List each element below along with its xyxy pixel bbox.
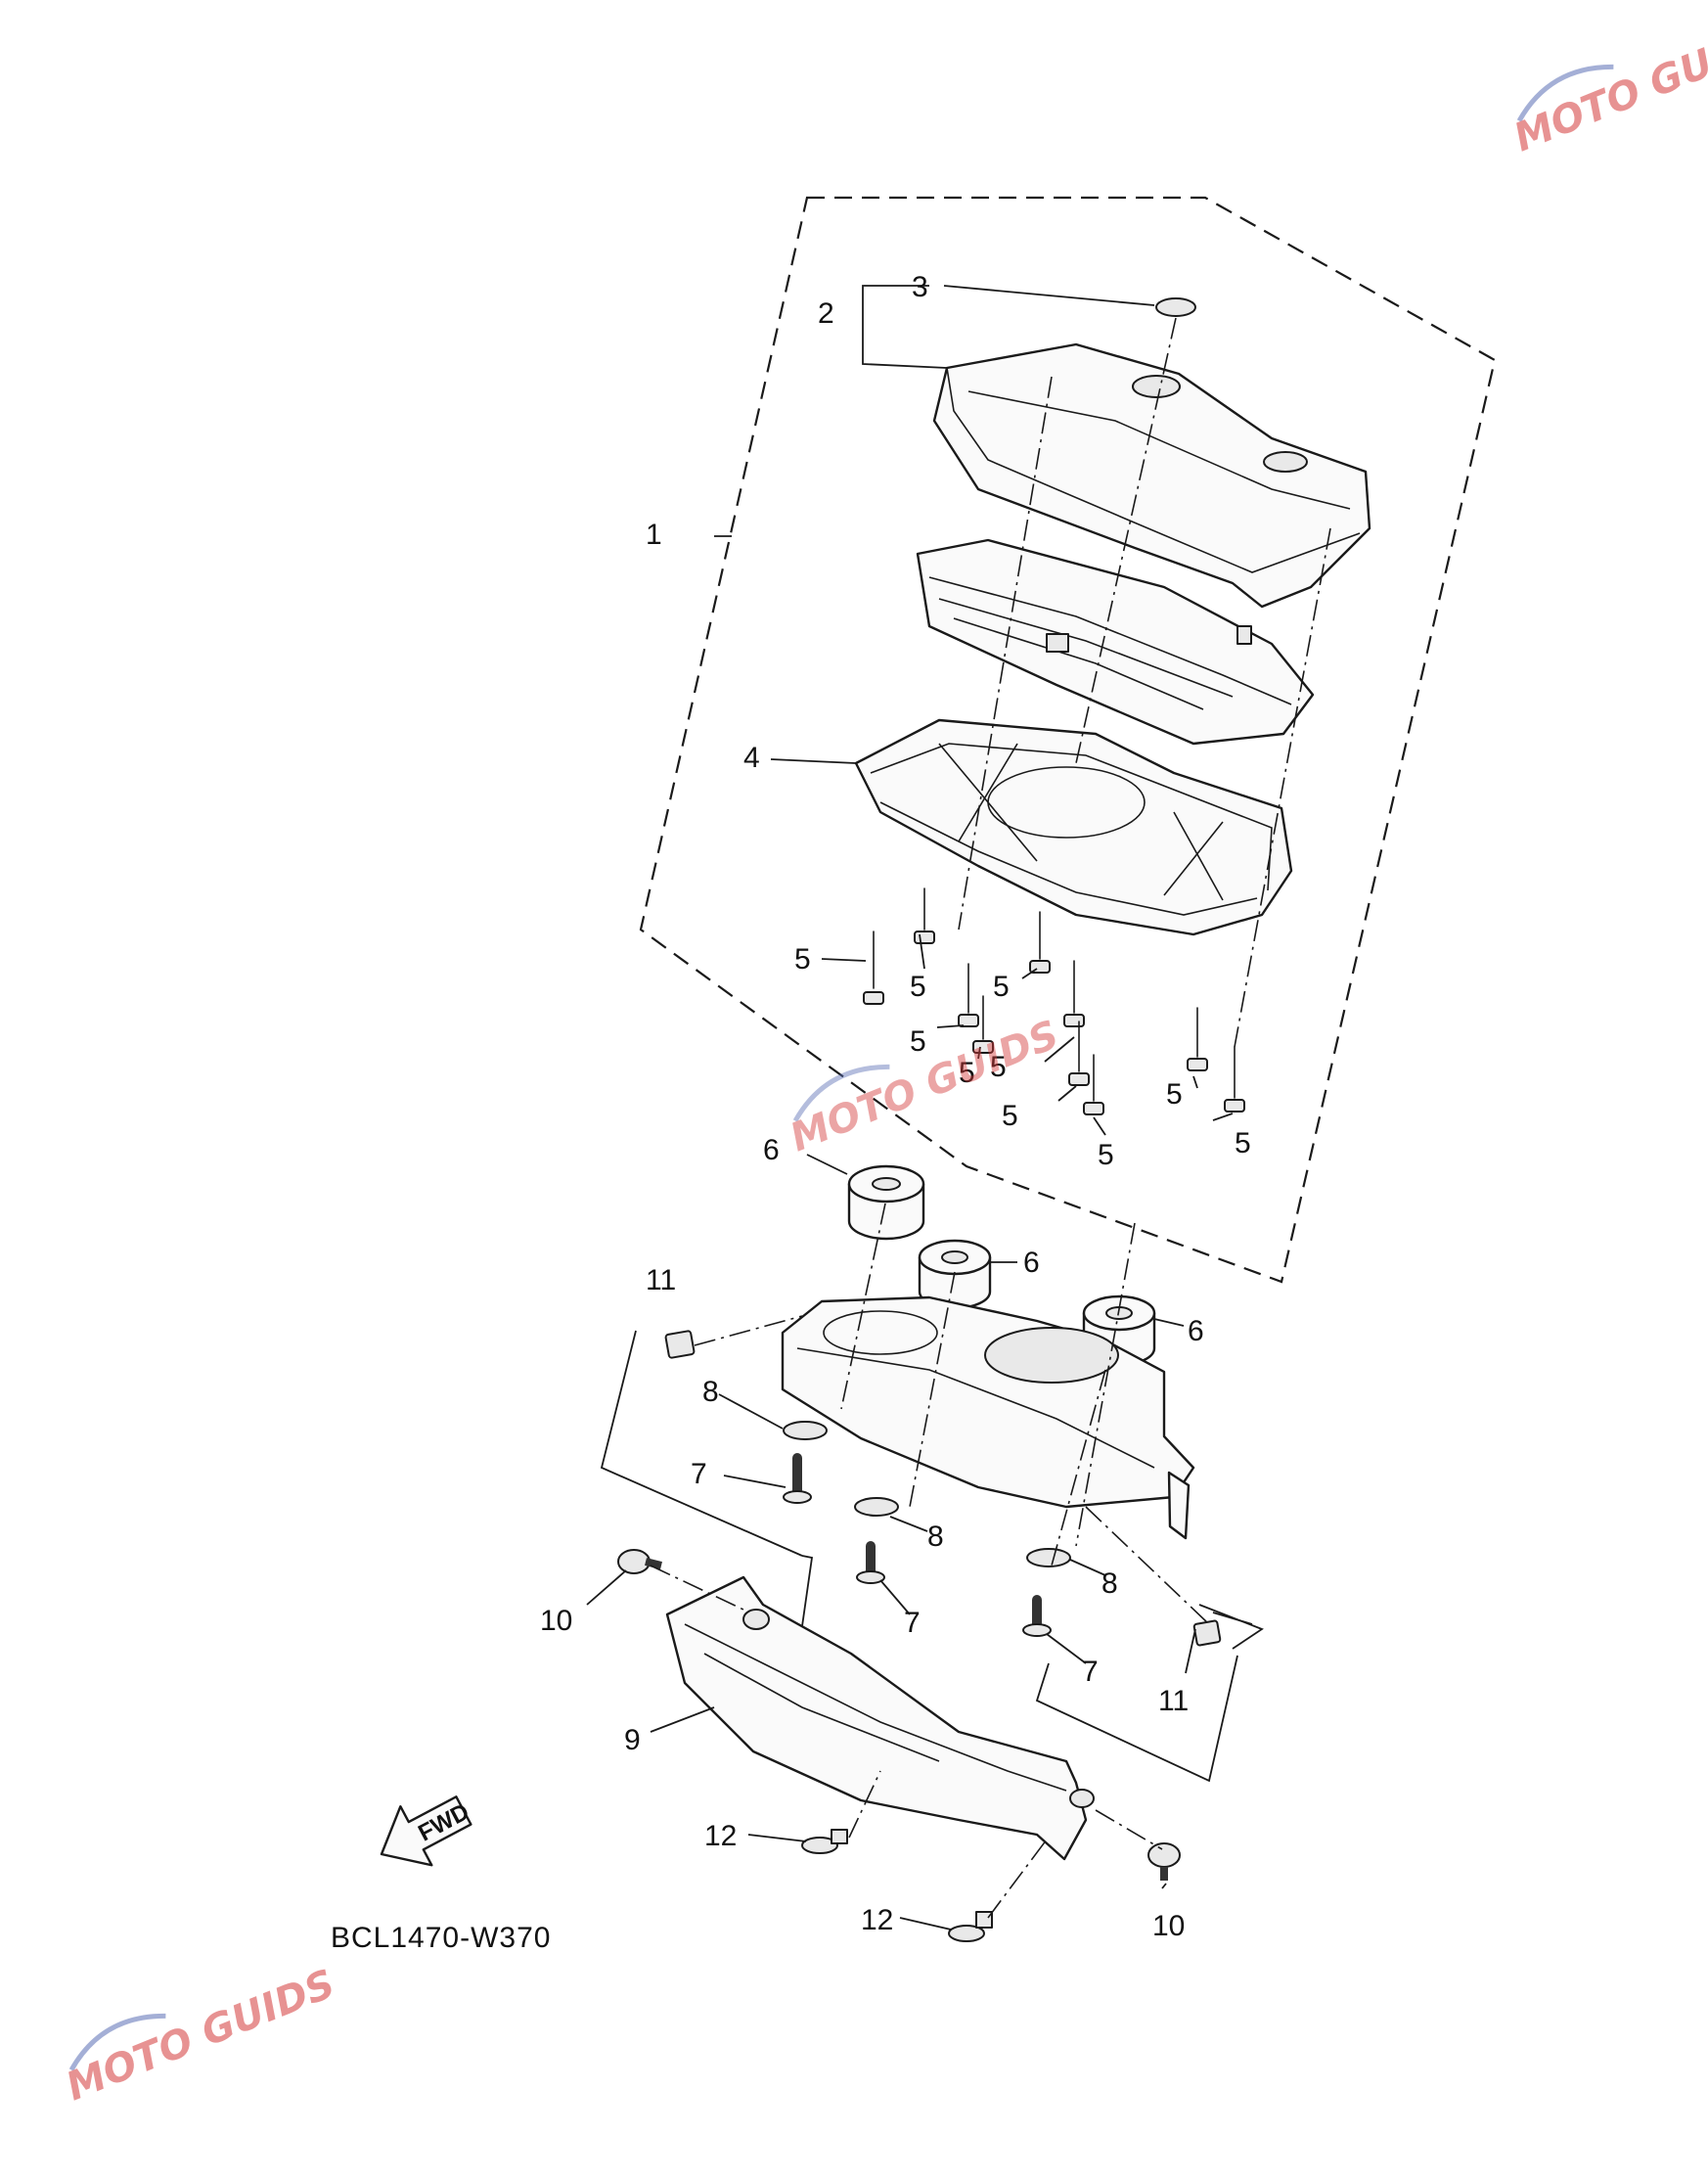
screw [1022,1595,1052,1637]
label-part-10: 10 [1152,1910,1185,1942]
grommet-washer [1155,297,1196,317]
watermark-logo: MOTO GUIDS [1507,13,1708,161]
assembly-axes [650,317,1331,1919]
lower-cover [665,1575,1095,1861]
screw [856,1541,885,1584]
screw [958,963,979,1027]
washer [783,1421,828,1440]
screw [1029,911,1051,974]
label-part-8: 8 [1101,1567,1118,1600]
fwd-arrow-icon: FWD [380,1795,473,1867]
label-part-7: 7 [904,1607,921,1639]
leader-lines [586,285,1234,1930]
label-part-1: 1 [646,519,662,551]
group-brackets [600,285,1264,1783]
damper [847,1164,925,1241]
label-part-5: 5 [1002,1100,1018,1132]
label-part-4: 4 [743,742,760,774]
screw [1068,1021,1090,1086]
label-part-12: 12 [704,1820,737,1852]
label-part-11: 11 [646,1264,676,1296]
screw [972,995,994,1054]
label-part-11: 11 [1158,1685,1189,1717]
screw [863,931,884,1005]
label-part-7: 7 [1082,1656,1099,1688]
screw [914,887,935,944]
label-part-12: 12 [861,1904,893,1936]
label-part-10: 10 [540,1605,572,1637]
label-part-5: 5 [910,1025,926,1058]
bolt [617,1549,662,1574]
label-part-6: 6 [763,1134,780,1166]
bolt [1147,1842,1181,1881]
meter-cover [932,342,1371,609]
part-labels: 3 2 1 4 5 5 5 5 5 5 5 5 5 5 6 6 6 11 11 … [540,271,1251,1942]
label-part-5: 5 [990,1051,1007,1083]
washer [854,1497,899,1517]
screw [1063,960,1085,1027]
meter-assembly [916,538,1315,746]
svg-text:MOTO GUIDS: MOTO GUIDS [1507,13,1708,161]
screw [1187,1007,1208,1071]
screw [1224,1046,1245,1113]
clip-nut [664,1330,696,1359]
meter-case-lower [854,718,1293,936]
label-part-5: 5 [794,943,811,976]
label-part-6: 6 [1023,1247,1040,1279]
screw [783,1453,812,1504]
label-part-5: 5 [910,971,926,1003]
trim-clip [801,1829,848,1854]
meter-bracket [781,1295,1195,1540]
label-part-5: 5 [1166,1078,1183,1111]
label-part-5: 5 [1098,1139,1114,1171]
washer [1026,1548,1071,1567]
label-part-8: 8 [927,1521,944,1553]
watermark-logo: MOTO GUIDS [60,1962,340,2111]
damper [918,1239,992,1310]
clip-nut [1192,1619,1222,1647]
watermark-logo: MOTO GUIDS [784,1013,1064,1161]
label-part-5: 5 [959,1057,975,1089]
label-part-7: 7 [691,1458,707,1490]
label-part-8: 8 [702,1376,719,1408]
screw [1083,1054,1104,1115]
drawing-code: BCL1470-W370 [331,1922,551,1954]
assembly-frame [639,196,1497,1284]
trim-clip [948,1911,993,1942]
label-part-2: 2 [818,297,834,330]
label-part-5: 5 [993,971,1010,1003]
label-part-9: 9 [624,1724,641,1756]
label-part-5: 5 [1235,1127,1251,1159]
label-part-3: 3 [912,271,928,303]
label-part-6: 6 [1188,1315,1204,1347]
